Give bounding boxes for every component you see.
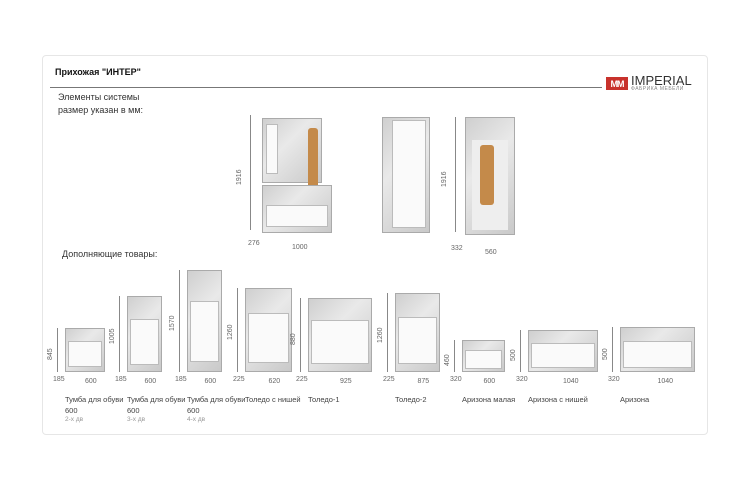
product-width: 1040 <box>563 378 579 385</box>
product-width: 600 <box>144 378 157 385</box>
product-height: 1260 <box>227 324 234 340</box>
product-depth: 185 <box>53 376 65 383</box>
product-door <box>623 341 692 368</box>
product-depth: 185 <box>115 376 127 383</box>
coat-image <box>308 128 318 193</box>
product-name: Аризона с нишей <box>528 395 588 404</box>
product-width: 1040 <box>657 378 674 385</box>
intro-line2: размер указан в мм: <box>58 105 144 115</box>
product-width: 600 <box>483 378 496 385</box>
product-door <box>130 319 159 365</box>
wardrobe-doors <box>392 120 426 228</box>
page-title: Прихожая "ИНТЕР" <box>55 67 141 77</box>
dim-line <box>454 340 455 372</box>
product-width: 600 <box>85 378 97 385</box>
product-door <box>531 343 595 368</box>
intro-text: Элементы системы размер указан в мм: <box>58 91 143 117</box>
dim-line <box>300 298 301 372</box>
coat-image <box>480 145 494 205</box>
divider <box>50 87 602 88</box>
product-height: 500 <box>510 349 517 361</box>
product-height: 500 <box>602 347 609 360</box>
product-door <box>398 317 437 364</box>
product-door <box>68 341 102 367</box>
product-name: Толедо-2 <box>395 395 427 404</box>
intro-line1: Элементы системы <box>58 92 140 102</box>
product-depth: 185 <box>175 376 187 383</box>
product-name: Аризона <box>620 395 650 404</box>
product-height: 1260 <box>377 326 384 343</box>
product-door <box>248 313 289 363</box>
product-depth: 225 <box>383 376 395 383</box>
product-height: 845 <box>47 348 54 360</box>
logo-mark: MM <box>606 77 628 90</box>
product-height: 880 <box>290 333 297 345</box>
product-width: 600 <box>204 378 217 385</box>
extra-title: Дополняющие товары: <box>62 249 158 259</box>
main1-depth: 276 <box>248 240 260 247</box>
product-height: 1570 <box>169 315 176 331</box>
product-width: 875 <box>417 378 430 385</box>
shoe-cabinet-door <box>266 205 328 227</box>
main2-height: 1916 <box>441 171 448 187</box>
product-name: Тумба для обуви 600 <box>187 395 246 415</box>
dim-line <box>455 117 456 232</box>
dim-line <box>250 115 251 230</box>
dim-line <box>520 330 521 372</box>
product-height: 1005 <box>109 328 116 344</box>
product-name: Толедо-1 <box>308 395 340 404</box>
logo-text: IMPERIAL <box>631 73 692 88</box>
brand-logo: MM IMPERIAL ФАБРИКА МЕБЕЛИ <box>606 73 692 92</box>
mirror-image <box>266 124 278 174</box>
logo-subtitle: ФАБРИКА МЕБЕЛИ <box>631 86 684 92</box>
main1-height: 1916 <box>236 169 243 185</box>
dim-line <box>612 327 613 372</box>
product-name: Тумба для обуви 600 <box>127 395 186 415</box>
product-door <box>190 301 219 362</box>
product-depth: 225 <box>296 376 308 383</box>
product-note: 4-х дв <box>187 416 206 423</box>
main2-depth: 332 <box>451 245 463 252</box>
dim-line <box>237 288 238 372</box>
product-door <box>465 350 502 369</box>
product-depth: 320 <box>450 376 462 383</box>
dim-line <box>179 270 180 372</box>
product-height: 460 <box>444 354 451 366</box>
main1-width: 1000 <box>292 244 308 251</box>
product-door <box>311 320 369 364</box>
dim-line <box>387 293 388 372</box>
product-width: 620 <box>268 378 281 385</box>
main2-width: 560 <box>485 249 497 256</box>
dim-line <box>119 296 120 372</box>
product-name: Тумба для обуви 600 <box>65 395 124 415</box>
dim-line <box>57 328 58 372</box>
product-note: 3-х дв <box>127 416 146 423</box>
product-depth: 320 <box>516 376 528 383</box>
product-depth: 225 <box>233 376 245 383</box>
product-name: Толедо с нишей <box>245 395 301 404</box>
product-name: Аризона малая <box>462 395 516 404</box>
product-width: 925 <box>340 378 352 385</box>
product-depth: 320 <box>608 376 620 383</box>
product-note: 2-х дв <box>65 416 84 423</box>
